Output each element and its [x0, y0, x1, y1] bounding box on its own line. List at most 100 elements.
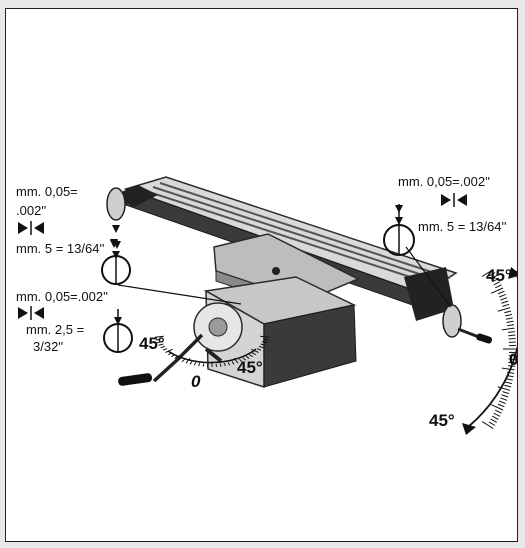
small-dial-ticks	[154, 335, 270, 367]
scale-tick	[501, 300, 509, 304]
scale-tick	[500, 297, 508, 301]
front-crank-arm	[152, 333, 204, 383]
scale-tick	[239, 358, 243, 363]
big-scale-arrow-top	[508, 267, 517, 279]
scale-tick	[505, 381, 513, 385]
small-angle-dial	[154, 335, 270, 367]
scale-tick	[248, 354, 253, 358]
scale-tick	[501, 394, 509, 398]
scale-tick	[492, 415, 499, 420]
scale-tick	[499, 293, 506, 298]
scale-tick	[177, 357, 182, 361]
big-angle-scale	[462, 267, 517, 435]
triangle-pointer-icon	[112, 225, 120, 233]
scale-tick	[189, 361, 193, 365]
scale-tick	[181, 358, 185, 363]
left-mid-pitch-label: mm. 2,5 =	[26, 322, 85, 337]
scale-tick	[497, 290, 505, 295]
scale-tick	[506, 374, 514, 378]
scale-tick	[497, 386, 511, 391]
scale-tick	[233, 357, 239, 364]
leader-line-right	[405, 246, 452, 308]
scale-tick	[202, 363, 205, 367]
scale-tick	[198, 362, 201, 367]
scale-tick	[256, 348, 262, 351]
scale-tick	[504, 384, 512, 388]
scale-tick	[490, 275, 498, 280]
scale-tick	[508, 361, 516, 364]
scale-tick	[506, 320, 514, 324]
triangle-pointer-icon	[110, 240, 118, 248]
scale-tick	[245, 355, 250, 359]
scale-tick	[505, 317, 513, 320]
scale-tick	[492, 278, 499, 283]
scale-tick	[165, 348, 173, 353]
scale-tick	[495, 284, 502, 289]
left-handwheel	[106, 187, 126, 221]
t-slot	[159, 182, 451, 279]
bowtie-resolution-icon	[18, 306, 44, 320]
scale-tick	[168, 352, 173, 356]
scale-tick	[501, 367, 515, 371]
scale-tick	[507, 371, 515, 374]
scale-tick	[157, 341, 162, 344]
table-right-end-block	[404, 267, 454, 321]
scale-tick	[251, 352, 256, 356]
scale-tick	[174, 355, 179, 359]
big-scale-arrow-bottom	[462, 423, 476, 435]
scale-tick	[171, 354, 176, 358]
scale-tick	[490, 418, 498, 423]
scale-tick	[260, 343, 266, 346]
left-top-pitch-label: mm. 5 = 13/64''	[16, 241, 105, 256]
left-mid-pitch-inch-label: 3/32''	[33, 339, 64, 354]
scale-tick	[155, 338, 161, 341]
big-scale-zero: 0	[509, 350, 518, 369]
cross-slide-table	[106, 176, 493, 389]
front-crank-grip	[118, 373, 153, 386]
scale-tick	[251, 348, 259, 353]
scale-tick	[242, 357, 247, 361]
scale-tick	[502, 391, 510, 395]
scale-tick	[508, 334, 516, 337]
scale-tick	[185, 357, 191, 364]
left-top-resolution-inch-label: .002''	[16, 203, 47, 218]
diagram-frame: mm. 0,05= .002'' mm. 5 = 13/64'' mm. 0,0…	[5, 8, 518, 542]
scale-tick	[493, 412, 501, 417]
scale-tick	[507, 324, 515, 327]
big-scale-ticks	[481, 269, 516, 429]
scale-tick	[231, 361, 235, 365]
triangle-pointer-icon	[112, 251, 120, 259]
scale-tick	[505, 378, 513, 381]
scale-tick	[258, 345, 264, 349]
small-dial-right-angle: 45°	[237, 358, 263, 377]
front-handwheel-hub	[208, 317, 228, 337]
scale-tick	[263, 338, 269, 341]
bowtie-resolution-icon	[18, 221, 44, 235]
scale-tick	[262, 341, 267, 344]
base-side	[263, 304, 357, 388]
scale-tick	[160, 345, 166, 349]
scale-tick	[488, 272, 496, 277]
scale-tick	[493, 281, 501, 286]
scale-tick	[490, 287, 504, 294]
bowtie-resolution-icon	[441, 193, 467, 207]
big-scale-bottom-angle: 45°	[429, 411, 455, 430]
scale-tick	[499, 400, 506, 405]
scale-tick	[488, 421, 496, 426]
scale-tick	[500, 397, 508, 401]
scale-tick	[223, 362, 226, 367]
scale-tick	[504, 310, 512, 314]
triangle-pointer-icon	[395, 217, 403, 225]
cross-slide-table-drawing	[101, 176, 517, 435]
small-dial-zero: 0	[191, 372, 201, 391]
triangle-pointer-icon	[395, 205, 403, 213]
right-pitch-label: mm. 5 = 13/64''	[418, 219, 507, 234]
right-handwheel	[442, 304, 462, 338]
t-slot	[152, 186, 445, 283]
scale-tick	[219, 363, 222, 367]
small-dial-left-angle: 45°	[139, 334, 165, 353]
scale-tick	[260, 335, 270, 338]
scale-tick	[495, 409, 502, 414]
triangle-pointer-icon	[114, 317, 122, 325]
scale-tick	[481, 421, 494, 429]
